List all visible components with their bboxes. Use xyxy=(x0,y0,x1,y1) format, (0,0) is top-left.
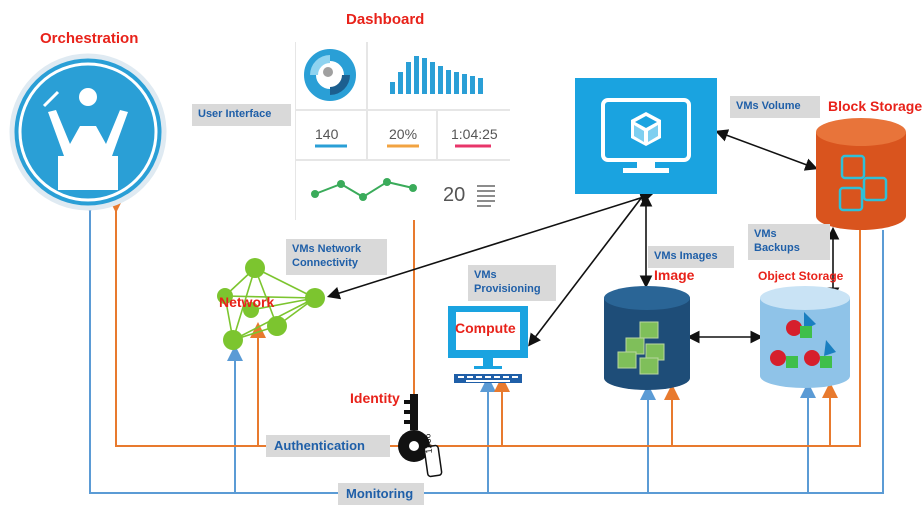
vms-provisioning-tag: VMs Provisioning xyxy=(468,265,556,301)
dashboard-title: Dashboard xyxy=(346,11,425,28)
object-storage-icon xyxy=(760,286,850,388)
block-storage-title: Block Storage xyxy=(828,98,923,114)
dashboard-stat-2: 20% xyxy=(389,126,418,142)
network-title: Network xyxy=(219,294,275,310)
bar-chart-icon xyxy=(390,56,483,94)
vms-backups-tag: VMs Backups xyxy=(748,224,830,260)
object-storage-title: Object Storage xyxy=(758,269,844,283)
list-icon xyxy=(477,185,495,207)
orchestration-icon xyxy=(9,53,167,211)
orchestration-title: Orchestration xyxy=(40,30,139,47)
dashboard-stat-3: 1:04:25 xyxy=(451,126,498,142)
dashboard-panel: 140 20% 1:04:25 20 xyxy=(295,42,510,220)
vms-network-tag: VMs Network Connectivity xyxy=(286,239,387,275)
identity-key-icon xyxy=(398,394,443,478)
image-title: Image xyxy=(654,267,695,283)
dashboard-stat-1: 140 xyxy=(315,126,339,142)
donut-chart-icon xyxy=(304,49,356,101)
compute-title: Compute xyxy=(455,320,516,336)
key-tag-label: 1266 xyxy=(422,433,434,454)
network-icon xyxy=(217,258,325,350)
dashboard-count: 20 xyxy=(443,184,466,206)
vms-images-tag: VMs Images xyxy=(648,246,734,268)
monitoring-label: Monitoring xyxy=(338,483,424,505)
dashboard-graphics xyxy=(295,42,510,220)
block-storage-icon xyxy=(816,118,906,230)
compute-icon xyxy=(448,306,528,383)
user-interface-tag: User Interface xyxy=(192,104,291,126)
authentication-label: Authentication xyxy=(266,435,390,457)
vms-volume-tag: VMs Volume xyxy=(730,96,820,118)
monitoring-bus xyxy=(82,197,884,494)
line-chart-icon xyxy=(311,178,417,201)
vm-monitor-icon xyxy=(575,78,717,194)
image-store-icon xyxy=(604,286,690,390)
identity-title: Identity xyxy=(350,390,400,406)
api-arrows xyxy=(326,129,840,347)
